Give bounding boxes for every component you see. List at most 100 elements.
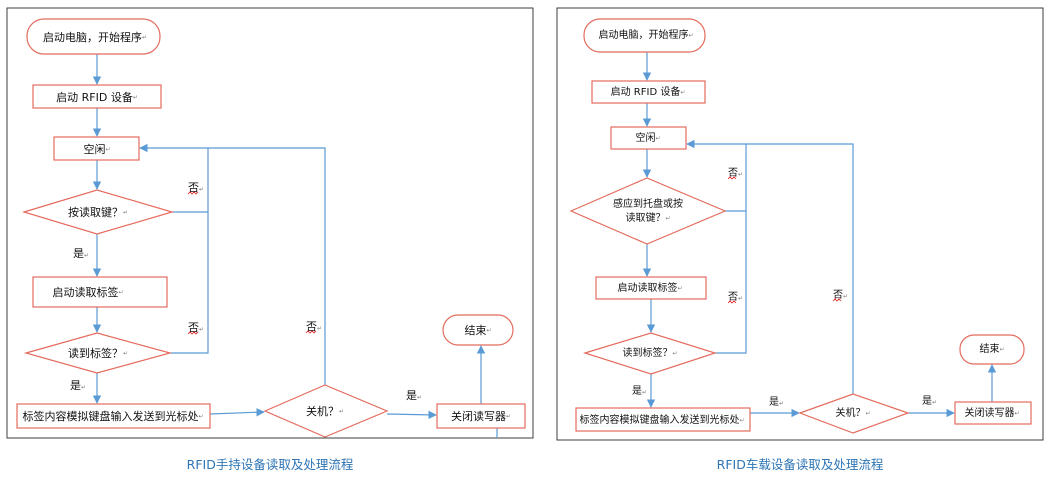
loop-shutdown-no-to-idle <box>746 143 854 394</box>
vehicle-caption: RFID车载设备读取及处理流程 <box>717 457 884 472</box>
trigger-decision-text-line2: 读取键？↵ <box>625 211 670 224</box>
start-read-text: 启动读取标签↵ <box>617 281 682 294</box>
handheld-flowchart: 启动电脑，开始程序↵ 启动 RFID 设备↵ 空闲↵ 按读取键？↵ 启动读取标签… <box>6 7 534 472</box>
no-label: 否 <box>188 181 199 194</box>
tag-decision-label: 读到标签？ <box>68 346 123 360</box>
close-reader-label: 关闭读写器 <box>964 406 1014 419</box>
paragraph-mark: ↵ <box>123 350 128 357</box>
no-label: 否 <box>728 291 738 303</box>
yes-label: 是 <box>70 379 81 392</box>
start-rfid-text: 启动 RFID 设备↵ <box>56 90 138 104</box>
paragraph-mark: ↵ <box>738 171 743 178</box>
spellcheck-underline <box>727 300 737 304</box>
paragraph-mark: ↵ <box>199 186 204 193</box>
start-terminal-shape <box>26 18 161 55</box>
spellcheck-underline <box>727 176 737 180</box>
handheld-start-rfid-process: 启动 RFID 设备↵ <box>32 84 162 109</box>
paragraph-mark: ↵ <box>739 417 744 424</box>
start-rfid-label: 启动 RFID 设备 <box>56 90 133 104</box>
paragraph-mark: ↵ <box>932 399 937 406</box>
handheld-start-terminal: 启动电脑，开始程序↵ <box>26 18 161 55</box>
end-terminal-label: 结束 <box>464 324 486 337</box>
start-terminal-label: 启动电脑，开始程序 <box>598 28 688 41</box>
send-label: 标签内容模拟键盘输入发送到光标处 <box>579 413 739 426</box>
end-terminal-shape <box>442 314 514 346</box>
paragraph-mark: ↵ <box>199 326 204 333</box>
paragraph-mark: ↵ <box>843 293 848 300</box>
paragraph-mark: ↵ <box>865 410 870 417</box>
no-label-text: 否↵ <box>728 167 743 179</box>
handheld-connectors <box>92 54 498 438</box>
close-reader-label: 关闭读写器 <box>451 409 506 423</box>
shutdown-decision-shape <box>798 393 910 434</box>
idle-shape <box>610 126 687 150</box>
paragraph-mark: ↵ <box>198 413 203 420</box>
paragraph-mark: ↵ <box>738 295 743 302</box>
vehicle-start-read-process: 启动读取标签↵ <box>595 276 707 300</box>
start-rfid-shape <box>591 80 706 104</box>
end-terminal-shape <box>959 334 1025 365</box>
close-reader-text: 关闭读写器↵ <box>964 406 1019 419</box>
paragraph-mark: ↵ <box>486 327 491 334</box>
yes-label: 是 <box>73 247 84 260</box>
start-read-shape <box>595 276 707 300</box>
start-rfid-shape <box>32 84 162 109</box>
vehicle-close-reader-process: 关闭读写器↵ <box>954 401 1032 425</box>
idle-text: 空闲↵ <box>83 142 110 156</box>
no-label-trigger: 否↵ <box>187 181 204 195</box>
no-label-text: 否↵ <box>188 181 204 194</box>
yes-label: 是 <box>922 395 932 407</box>
spellcheck-underline <box>187 331 199 335</box>
paragraph-mark: ↵ <box>317 325 322 332</box>
arrow-shutdown-yes-to-close <box>386 410 437 420</box>
loop-tag-no-to-idle <box>715 211 747 354</box>
paragraph-mark: ↵ <box>105 146 110 153</box>
send-label: 标签内容模拟键盘输入发送到光标处 <box>22 409 198 423</box>
vehicle-shutdown-decision: 关机？↵ <box>798 393 910 434</box>
no-label: 否 <box>833 289 843 301</box>
paragraph-mark: ↵ <box>779 400 784 407</box>
close-reader-shape <box>436 403 526 429</box>
no-label-shutdown: 否↵ <box>305 320 322 334</box>
send-text: 标签内容模拟键盘输入发送到光标处↵ <box>22 409 203 423</box>
paragraph-mark: ↵ <box>84 252 89 259</box>
handheld-send-process: 标签内容模拟键盘输入发送到光标处↵ <box>16 403 211 429</box>
no-label: 否 <box>728 167 738 179</box>
shutdown-decision-text: 关机？↵ <box>835 406 870 419</box>
close-reader-text: 关闭读写器↵ <box>451 409 511 423</box>
paragraph-mark: ↵ <box>417 394 422 401</box>
handheld-caption: RFID手持设备读取及处理流程 <box>187 457 354 472</box>
start-terminal-text: 启动电脑，开始程序↵ <box>43 30 147 44</box>
trigger-decision-text: 按读取键？↵ <box>68 205 128 219</box>
handheld-shutdown-decision: 关机？↵ <box>263 384 389 438</box>
start-read-text: 启动读取标签↵ <box>52 285 123 299</box>
shutdown-decision-label: 关机？ <box>835 406 865 419</box>
shutdown-decision-label: 关机？ <box>306 404 339 418</box>
start-terminal-label: 启动电脑，开始程序 <box>43 30 142 44</box>
trigger-decision-shape <box>569 177 727 245</box>
no-label-tag: 否↵ <box>187 321 204 335</box>
handheld-idle-process: 空闲↵ <box>53 136 140 161</box>
trigger-decision-label-line1: 感应到托盘或按 <box>613 197 683 210</box>
paragraph-mark: ↵ <box>655 135 660 142</box>
paragraph-mark: ↵ <box>999 346 1004 353</box>
paragraph-mark: ↵ <box>672 350 677 357</box>
start-terminal-shape <box>583 18 706 53</box>
idle-label: 空闲 <box>83 142 105 156</box>
vehicle-idle-process: 空闲↵ <box>610 126 687 150</box>
yes-label-trigger: 是↵ <box>73 247 89 260</box>
end-terminal-text: 结束↵ <box>979 342 1004 355</box>
vehicle-frame <box>556 7 1044 441</box>
yes-label: 是 <box>406 389 417 402</box>
paragraph-mark: ↵ <box>142 34 147 41</box>
no-label-text: 否↵ <box>188 321 204 334</box>
start-read-shape <box>32 276 168 308</box>
start-read-label: 启动读取标签 <box>617 281 677 294</box>
paragraph-mark: ↵ <box>118 289 123 296</box>
handheld-trigger-decision: 按读取键？↵ <box>21 189 175 235</box>
paragraph-mark: ↵ <box>133 94 138 101</box>
no-label-tag: 否↵ <box>727 291 743 304</box>
yes-label: 是 <box>769 396 779 408</box>
paragraph-mark: ↵ <box>665 215 670 222</box>
